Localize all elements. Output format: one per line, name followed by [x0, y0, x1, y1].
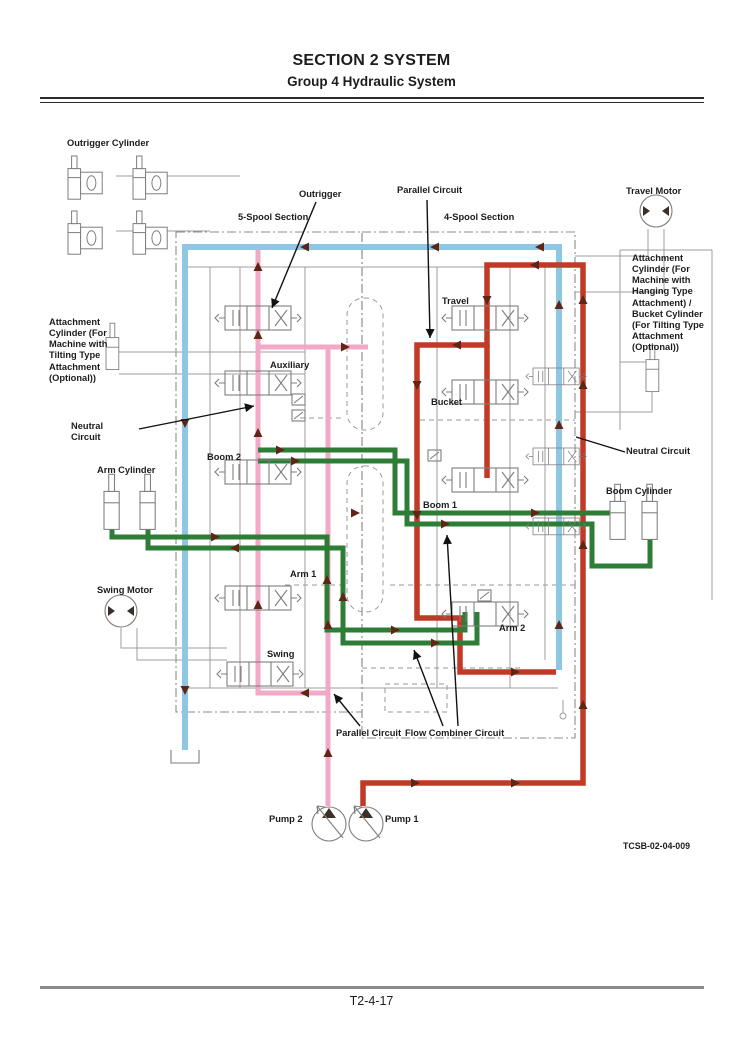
page-number: T2-4-17: [349, 994, 394, 1008]
pilot-dashed-lines: [285, 297, 575, 713]
label-auxiliary: Auxiliary: [270, 360, 310, 370]
label-travel: Travel: [442, 296, 469, 306]
arm-cylinder-symbol: [139, 473, 156, 530]
arm-cylinder-symbol: [103, 473, 120, 530]
footer-rule: [40, 986, 704, 989]
label-flow-combiner-circuit: Flow Combiner Circuit: [405, 728, 505, 738]
group-subtitle: Group 4 Hydraulic System: [287, 74, 456, 89]
parallel-circuit-pink-line: [255, 250, 368, 806]
label-pump-2: Pump 2: [269, 814, 303, 824]
label-leader-lines: [138, 199, 626, 727]
label-boom-cylinder: Boom Cylinder: [606, 486, 673, 496]
swing-motor-symbol: [104, 594, 138, 628]
label-arm-cylinder: Arm Cylinder: [97, 465, 156, 475]
label-boom-2: Boom 2: [207, 452, 242, 462]
label-boom-1: Boom 1: [423, 500, 458, 510]
label-outrigger: Outrigger: [299, 189, 342, 199]
section-title: SECTION 2 SYSTEM: [292, 52, 451, 69]
label-4-spool-section: 4-Spool Section: [444, 212, 515, 222]
label-neutral-circuit-right: Neutral Circuit: [626, 446, 691, 456]
label-swing: Swing: [267, 649, 295, 659]
relief-valve-symbol: [291, 393, 306, 406]
outrigger-cylinder-symbol: [132, 155, 168, 200]
label-parallel-circuit-top: Parallel Circuit: [397, 185, 463, 195]
outrigger-cylinder-symbol: [132, 210, 168, 255]
label-pump-1: Pump 1: [385, 814, 419, 824]
label-outrigger-cylinder: Outrigger Cylinder: [67, 138, 150, 148]
pump1-symbol: [348, 805, 384, 842]
label-attachment-cylinder-left: Attachment Cylinder (For Machine with Ti…: [49, 317, 108, 383]
tank-symbol: [170, 749, 200, 764]
label-arm-1: Arm 1: [290, 569, 317, 579]
outrigger-cylinder-symbol: [67, 210, 103, 255]
section-boundaries: [175, 231, 576, 739]
label-5-spool-section: 5-Spool Section: [238, 212, 309, 222]
work-port-green-lines: [109, 447, 653, 646]
neutral-circuit-blue-line: [182, 244, 562, 750]
label-parallel-circuit-bottom: Parallel Circuit: [336, 728, 402, 738]
label-arm-2: Arm 2: [499, 623, 526, 633]
label-attachment-cylinder-right: Attachment Cylinder (For Machine with Ha…: [632, 253, 704, 353]
figure-code: TCSB-02-04-009: [623, 841, 690, 851]
label-neutral-circuit-left: Neutral Circuit: [71, 421, 104, 443]
label-bucket: Bucket: [431, 397, 463, 407]
pump2-symbol: [311, 805, 347, 842]
header-rule: [40, 97, 704, 103]
label-travel-motor: Travel Motor: [626, 186, 682, 196]
relief-valve-symbol: [427, 449, 442, 462]
relief-valve-symbol: [291, 409, 306, 422]
relief-valve-symbol: [477, 589, 492, 602]
supply-red-line: [360, 262, 586, 806]
gray-circuit-network: [116, 175, 713, 720]
label-swing-motor: Swing Motor: [97, 585, 153, 595]
travel-motor-symbol: [639, 194, 673, 228]
outrigger-cylinder-symbol: [67, 155, 103, 200]
